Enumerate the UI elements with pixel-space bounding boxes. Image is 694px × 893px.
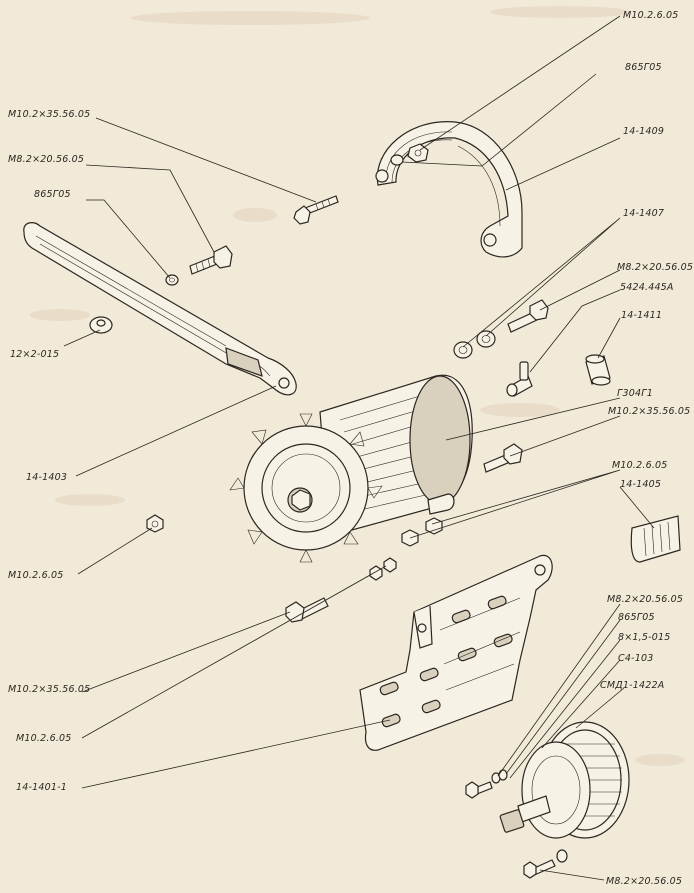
label-8x1-5-015: 8×1,5-015 xyxy=(618,632,670,643)
label-m8-2x20-last: M8.2×20.56.05 xyxy=(606,876,682,887)
label-14-1411: 14-1411 xyxy=(621,310,662,321)
generator-g304g1 xyxy=(229,374,473,563)
label-m8-2x20-right: M8.2×20.56.05 xyxy=(617,262,693,273)
label-m8-2x20-left: M8.2×20.56.05 xyxy=(8,154,84,165)
label-14-1407: 14-1407 xyxy=(623,208,664,219)
label-smd1-1422a: СМД1-1422А xyxy=(600,680,664,691)
spacers-14-1407 xyxy=(453,330,496,359)
sleeve-14-1411 xyxy=(585,354,611,386)
nut-m10-2-6-05-left xyxy=(146,514,164,533)
motor-smd1-1422a xyxy=(499,721,630,839)
nuts-m10-2-6-05-mid xyxy=(401,517,443,547)
label-14-1403: 14-1403 xyxy=(26,472,67,483)
part-labels: M10.2.6.05 865Г05 14-1409 M10.2×35.56.05… xyxy=(8,10,693,887)
label-m10-2x35-right: M10.2×35.56.05 xyxy=(608,406,690,417)
label-14-1409: 14-1409 xyxy=(623,126,664,137)
leader-lines xyxy=(63,15,655,881)
washer-12x2-015 xyxy=(89,316,113,334)
bolt-washer-stack-bottom xyxy=(465,769,508,799)
bolt-m10-2x35-upper xyxy=(293,195,339,225)
nut-and-washer-on-bracket xyxy=(390,143,429,166)
label-s4-103: С4-103 xyxy=(618,653,653,664)
label-m10-2-6-05-left: M10.2.6.05 xyxy=(8,570,64,581)
label-865g05-bottom: 865Г05 xyxy=(618,612,655,623)
label-865g05-left: 865Г05 xyxy=(34,189,71,200)
label-5424-445a: 5424.445A xyxy=(620,282,674,293)
bracket-14-1409 xyxy=(375,121,523,258)
label-m10-2-6-05-top: M10.2.6.05 xyxy=(623,10,679,21)
label-865g05-top: 865Г05 xyxy=(625,62,662,73)
strap-14-1403 xyxy=(23,222,297,396)
label-12x2-015: 12×2-015 xyxy=(10,349,59,360)
nuts-m10-2-6-05-lower xyxy=(369,557,397,581)
label-m10-2x35-left-top: M10.2×35.56.05 xyxy=(8,109,90,120)
paper-texture xyxy=(30,6,685,766)
fitting-5424-445a xyxy=(506,361,533,397)
label-14-1405: 14-1405 xyxy=(620,479,661,490)
label-g304g1: Г304Г1 xyxy=(617,388,653,399)
bolt-m8-2x20-right xyxy=(507,299,549,333)
bolt-m8-2x20-left xyxy=(189,245,233,275)
label-m10-2-6-05-bottom: M10.2.6.05 xyxy=(16,733,72,744)
label-14-1401-1: 14-1401-1 xyxy=(16,782,67,793)
label-m10-2x35-left-bottom: M10.2×35.56.05 xyxy=(8,684,90,695)
mounting-plate-14-1401-1 xyxy=(359,554,553,751)
bolt-m10-2x35-lower xyxy=(285,597,329,623)
bolt-m8-2x20-bottom xyxy=(523,849,568,879)
bolt-m10-2x35-right xyxy=(483,443,523,473)
plate-14-1405 xyxy=(630,515,681,563)
spring-washer-left xyxy=(165,274,179,286)
label-m10-2-6-05-mid: M10.2.6.05 xyxy=(612,460,668,471)
label-m8-2x20-bottom-right: M8.2×20.56.05 xyxy=(607,594,683,605)
